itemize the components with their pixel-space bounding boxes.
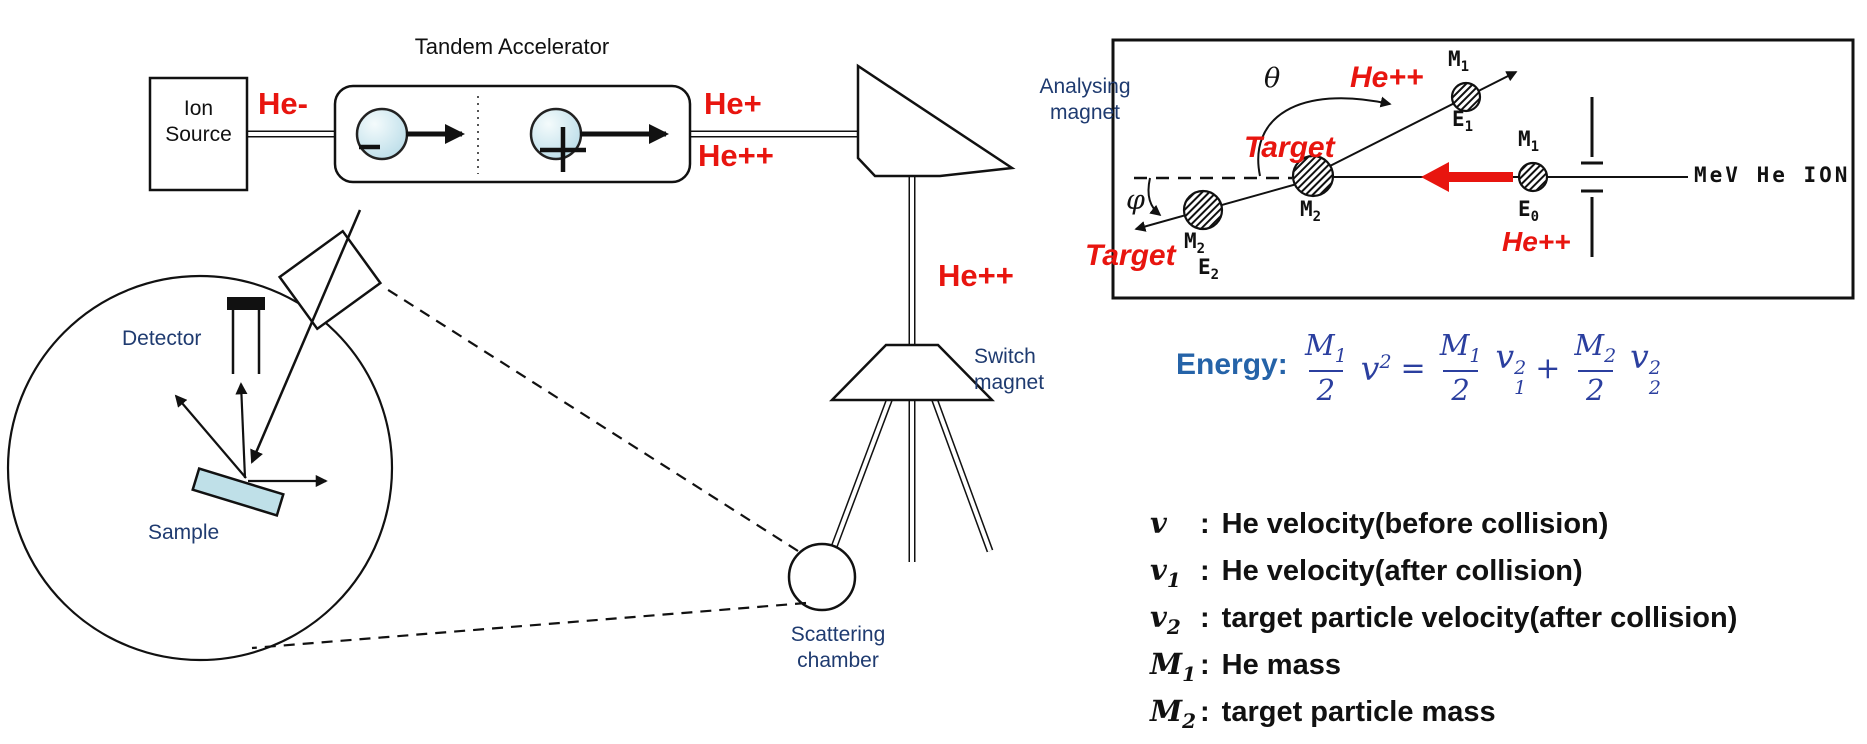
switch-magnet-shape [829, 343, 995, 402]
scattered-he-trajectory [1319, 71, 1518, 172]
zoom-connector-dashed-lower [251, 601, 807, 650]
target-recoil-label: Target [1085, 239, 1176, 272]
aperture-slit [1581, 97, 1603, 257]
fraction-m2-over-2: M2 2 [1574, 328, 1617, 407]
symbol-legend: v : He velocity(before collision) v1 : H… [1150, 506, 1737, 741]
energy-label: Energy: [1176, 348, 1288, 381]
he-plusplus-beam-label: He++ [938, 258, 1014, 293]
zoom-connector-dashed-upper [381, 285, 799, 552]
legend-row-m2: M2 : target particle mass [1150, 694, 1496, 733]
switch-magnet-label: Switch magnet [974, 345, 1045, 394]
sample-rect [191, 467, 285, 517]
theta-angle-arc [1257, 96, 1392, 177]
legend-row-v1: v1 : He velocity(after collision) [1150, 553, 1583, 592]
legend-row-v2: v2 : target particle velocity(after coll… [1150, 600, 1738, 639]
beam-pipes [247, 130, 994, 562]
equals-sign: = [1400, 350, 1426, 386]
detector-shape [227, 297, 265, 374]
target-atom-circle-center [1291, 154, 1335, 198]
negative-ion-ball [355, 107, 409, 161]
kinematics-inset-border [1111, 38, 1855, 300]
sample-label: Sample [148, 521, 220, 544]
scatter-arrow-up [235, 382, 248, 479]
scattering-chamber-label: Scattering chamber [790, 623, 886, 672]
ion-source-label: Ion Source [165, 97, 232, 146]
scattered-he-circle [1450, 81, 1482, 113]
he-plusplus-upper-label: He++ [698, 138, 774, 173]
scattering-chamber-circle [787, 542, 857, 612]
beam-pipe-fan-left [830, 396, 894, 549]
e2-label: E2 [1198, 255, 1220, 284]
legend-row-v: v : He velocity(before collision) [1150, 506, 1609, 540]
e0-label: E0 [1518, 197, 1540, 226]
tandem-accelerator-title: Tandem Accelerator [414, 34, 610, 59]
he-plusplus-incident-label: He++ [1502, 226, 1571, 257]
red-incident-arrow [1421, 162, 1513, 192]
legend-row-m1: M1 : He mass [1150, 647, 1341, 686]
analysing-magnet-label: Analysing magnet [1039, 75, 1131, 124]
fraction-m1-over-2: M1 2 [1305, 328, 1347, 407]
scatter-arrow-up-left [174, 394, 247, 479]
he-plus-label: He+ [704, 86, 762, 121]
detector-label: Detector [122, 327, 202, 350]
beam-pipe-fan-right [930, 396, 994, 553]
phi-angle-arc [1147, 177, 1162, 217]
he-plusplus-scattered-label: He++ [1350, 61, 1424, 94]
theta-symbol: θ [1264, 63, 1281, 94]
phi-symbol: φ [1126, 185, 1145, 216]
analysing-magnet-shape [856, 63, 1016, 178]
he-minus-label: He- [258, 86, 308, 121]
e1-label: E1 [1452, 107, 1474, 136]
ion-source-box [148, 76, 249, 192]
m2-center-label: M2 [1300, 197, 1322, 226]
mev-he-ion-label: MeV He ION [1694, 163, 1851, 187]
plus-sign-math: + [1535, 350, 1561, 386]
incident-he-circle [1517, 161, 1549, 193]
m2-recoil-label: M2 [1184, 229, 1206, 258]
m1-incident-label: M1 [1518, 127, 1540, 156]
v-squared-term: v2 [1360, 348, 1392, 388]
fraction-m1-over-2b: M1 2 [1439, 328, 1482, 407]
incident-beam-arrow [250, 209, 362, 464]
recoil-target-circle [1182, 189, 1224, 231]
tandem-accelerator-box [333, 84, 692, 184]
target-center-label: Target [1244, 131, 1335, 164]
m1-scattered-label: M1 [1448, 47, 1470, 76]
